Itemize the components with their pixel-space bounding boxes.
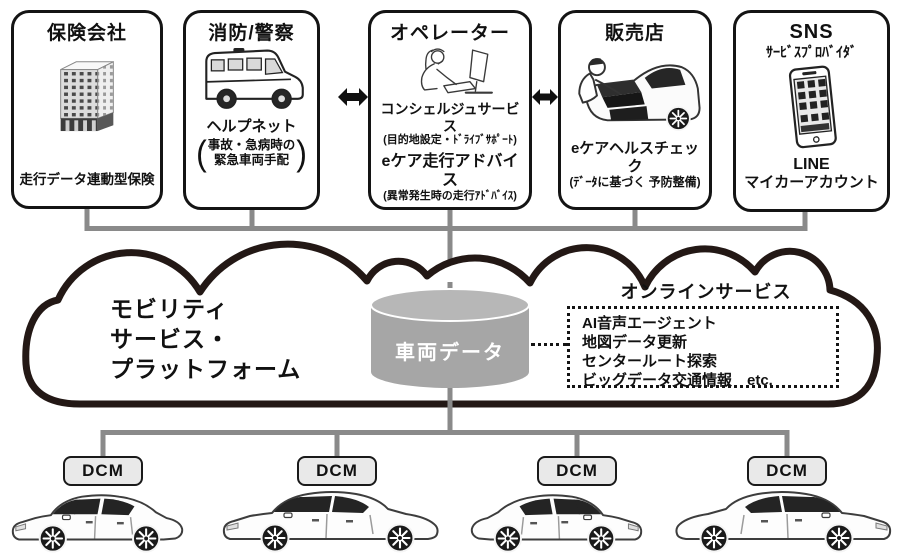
platform-label-line2: サービス・ bbox=[110, 326, 230, 352]
provider-box-dealer: 販売店 eケアヘルスチェック bbox=[558, 10, 712, 210]
concierge-service-note: (目的地設定・ﾄﾞﾗｲﾌﾞｻﾎﾟｰﾄ) bbox=[383, 134, 517, 147]
dcm-box: DCM bbox=[747, 456, 827, 486]
platform-label: モビリティ サービス・ プラットフォーム bbox=[110, 294, 301, 384]
double-arrow-icon bbox=[338, 88, 368, 106]
dcm-label: DCM bbox=[82, 461, 124, 480]
online-services-title: オンラインサービス bbox=[620, 282, 792, 302]
mechanic-icon bbox=[578, 57, 701, 131]
sns-title: SNS bbox=[789, 21, 834, 43]
bracket-close: ) bbox=[296, 133, 307, 173]
helpnet-detail: ( 事故・急病時の 緊急車両手配 ) bbox=[195, 133, 308, 173]
mycar-account-label: マイカーアカウント bbox=[744, 173, 879, 191]
concierge-service-label: コンシェルジュサービス bbox=[380, 100, 520, 134]
operator-icon bbox=[420, 48, 493, 94]
car-hatchback-left bbox=[8, 486, 188, 556]
online-service-item: センタールート探索 bbox=[582, 353, 718, 370]
line-label: LINE bbox=[793, 155, 830, 173]
helpnet-detail-line1: 事故・急病時の bbox=[207, 137, 296, 152]
dcm-label: DCM bbox=[766, 461, 808, 480]
ecare-advice-note: (異常発生時の走行ｱﾄﾞﾊﾞｲｽ) bbox=[383, 190, 517, 203]
car-sedan-left bbox=[220, 482, 448, 556]
dealer-title: 販売店 bbox=[604, 23, 665, 44]
provider-box-operator: オペレーター コンシェルジュサービス (目的地設定・ﾄﾞﾗｲﾌﾞｻﾎﾟｰﾄ) e… bbox=[368, 10, 532, 210]
sns-subtitle: ｻｰﾋﾞｽﾌﾟﾛﾊﾞｲﾀﾞ bbox=[766, 44, 857, 60]
dcm-label: DCM bbox=[556, 461, 598, 480]
building-icon bbox=[60, 60, 114, 131]
platform-label-line3: プラットフォーム bbox=[110, 356, 302, 382]
online-service-item: 地図データ更新 bbox=[582, 334, 688, 351]
insurance-title: 保険会社 bbox=[46, 23, 127, 44]
car-sedan-right bbox=[666, 482, 894, 556]
bracket-open: ( bbox=[196, 133, 207, 173]
dotted-connector bbox=[531, 343, 567, 346]
ecare-healthcheck-note: (ﾃﾞｰﾀに基づく 予防整備) bbox=[569, 174, 701, 189]
ecare-advice-label: eケア走行アドバイス bbox=[381, 152, 519, 190]
provider-box-fire-police: 消防/警察 ヘルプネット ( 事故・急病時の 緊急車両手配 ) bbox=[183, 10, 320, 210]
operator-title: オペレーター bbox=[389, 23, 510, 44]
ambulance-icon bbox=[204, 47, 304, 109]
double-arrow-icon bbox=[532, 89, 558, 105]
provider-box-sns: SNS ｻｰﾋﾞｽﾌﾟﾛﾊﾞｲﾀﾞ LINE マイカーアカウント bbox=[733, 10, 890, 212]
online-service-item: AI音声エージェント bbox=[582, 315, 717, 332]
insurance-caption: 走行データ連動型保険 bbox=[19, 171, 155, 187]
fire-police-title: 消防/警察 bbox=[208, 23, 295, 44]
helpnet-detail-line2: 緊急車両手配 bbox=[213, 152, 289, 167]
dcm-box: DCM bbox=[537, 456, 617, 486]
provider-box-insurance: 保険会社 走行データ連動型保険 bbox=[11, 10, 163, 209]
ecare-healthcheck-label: eケアヘルスチェック bbox=[570, 139, 700, 175]
helpnet-label: ヘルプネット bbox=[206, 117, 297, 135]
online-service-item: ビッグデータ交通情報 etc. bbox=[582, 372, 773, 389]
car-hatchback-right bbox=[466, 486, 646, 556]
online-services-box: AI音声エージェント 地図データ更新 センタールート探索 ビッグデータ交通情報 … bbox=[567, 306, 839, 389]
dcm-box: DCM bbox=[297, 456, 377, 486]
vehicle-data-label: 車両データ bbox=[395, 342, 505, 364]
smartphone-icon bbox=[788, 65, 837, 148]
dcm-box: DCM bbox=[63, 456, 143, 486]
platform-label-line1: モビリティ bbox=[110, 296, 229, 322]
dcm-label: DCM bbox=[316, 461, 358, 480]
